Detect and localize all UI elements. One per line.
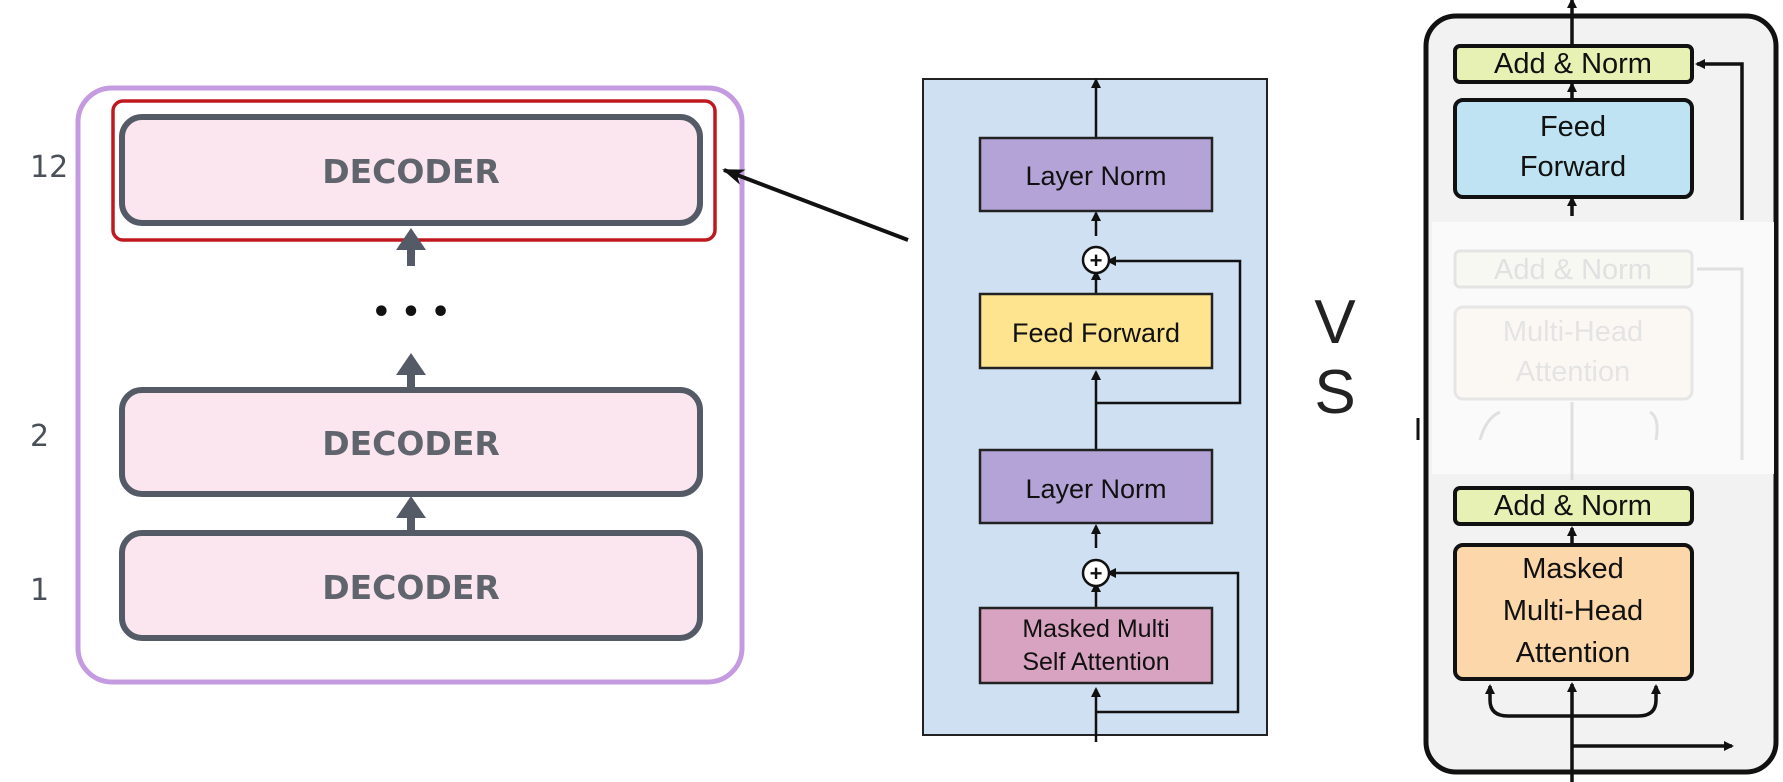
- faded-cross-attention: Add & Norm Multi-Head Attention: [1453, 249, 1744, 480]
- masked-attention-block: [978, 606, 1214, 685]
- mha-faded: [1453, 305, 1694, 401]
- add-norm-bottom: [1453, 486, 1694, 526]
- masked-mha-label-3: Attention: [1516, 637, 1630, 669]
- decoder-label-12: DECODER: [322, 152, 500, 191]
- layer-number-1: 1: [30, 573, 49, 608]
- layer-norm-top-label: Layer Norm: [1025, 161, 1166, 191]
- masked-attention-label-2: Self Attention: [1022, 648, 1169, 676]
- svg-text:+: +: [1090, 561, 1103, 586]
- decoder-label-2: DECODER: [322, 424, 500, 463]
- masked-mha-label-1: Masked: [1522, 553, 1624, 585]
- masked-attention-label-1: Masked Multi: [1022, 615, 1169, 643]
- decoder-block-12: [119, 114, 703, 226]
- decoder-block-1: [119, 530, 703, 641]
- decoder-block-detail: + + Layer Norm Feed Forward Layer Norm M…: [922, 78, 1268, 742]
- feed-forward-right: [1453, 98, 1694, 199]
- add-circle-icon: +: [1081, 558, 1111, 588]
- original-transformer-decoder: Add & Norm Feed Forward Add & Norm Multi…: [1416, 0, 1779, 782]
- up-arrow-icon: [396, 353, 426, 389]
- add-norm-top-label: Add & Norm: [1494, 48, 1652, 80]
- feed-forward-right-label-1: Feed: [1540, 111, 1606, 143]
- svg-text:S: S: [1314, 358, 1355, 427]
- decoder-label-1: DECODER: [322, 568, 500, 607]
- vs-label: V S: [1314, 288, 1356, 427]
- masked-mha-right: [1453, 543, 1694, 681]
- ellipsis: • • •: [372, 295, 450, 330]
- up-arrow-icon: [396, 228, 426, 266]
- feed-forward-right-label-2: Forward: [1520, 151, 1626, 183]
- layer-norm-bottom-label: Layer Norm: [1025, 474, 1166, 504]
- add-norm-bottom-label: Add & Norm: [1494, 490, 1652, 522]
- feed-forward-label: Feed Forward: [1012, 318, 1180, 348]
- add-norm-faded: [1453, 249, 1694, 289]
- svg-text:Add & Norm: Add & Norm: [1494, 254, 1652, 286]
- feed-forward-block: [978, 292, 1214, 370]
- up-arrow-icon: [396, 496, 426, 533]
- pointer-arrow: [722, 168, 909, 242]
- svg-text:Multi-Head: Multi-Head: [1503, 316, 1643, 348]
- add-circle-icon: +: [1081, 245, 1111, 275]
- svg-text:Attention: Attention: [1516, 356, 1630, 388]
- masked-mha-label-2: Multi-Head: [1503, 595, 1643, 627]
- layer-number-2: 2: [30, 419, 49, 454]
- layer-norm-top: [978, 136, 1214, 213]
- svg-text:+: +: [1090, 248, 1103, 273]
- decoder-stack-panel: 12 2 1 DECODER • • • DECODER DECODER: [30, 85, 745, 685]
- layer-number-12: 12: [30, 150, 68, 185]
- stack-outline: [75, 85, 745, 685]
- layer-norm-bottom: [978, 448, 1214, 525]
- svg-text:V: V: [1314, 288, 1356, 357]
- decoder-block-2: [119, 387, 703, 497]
